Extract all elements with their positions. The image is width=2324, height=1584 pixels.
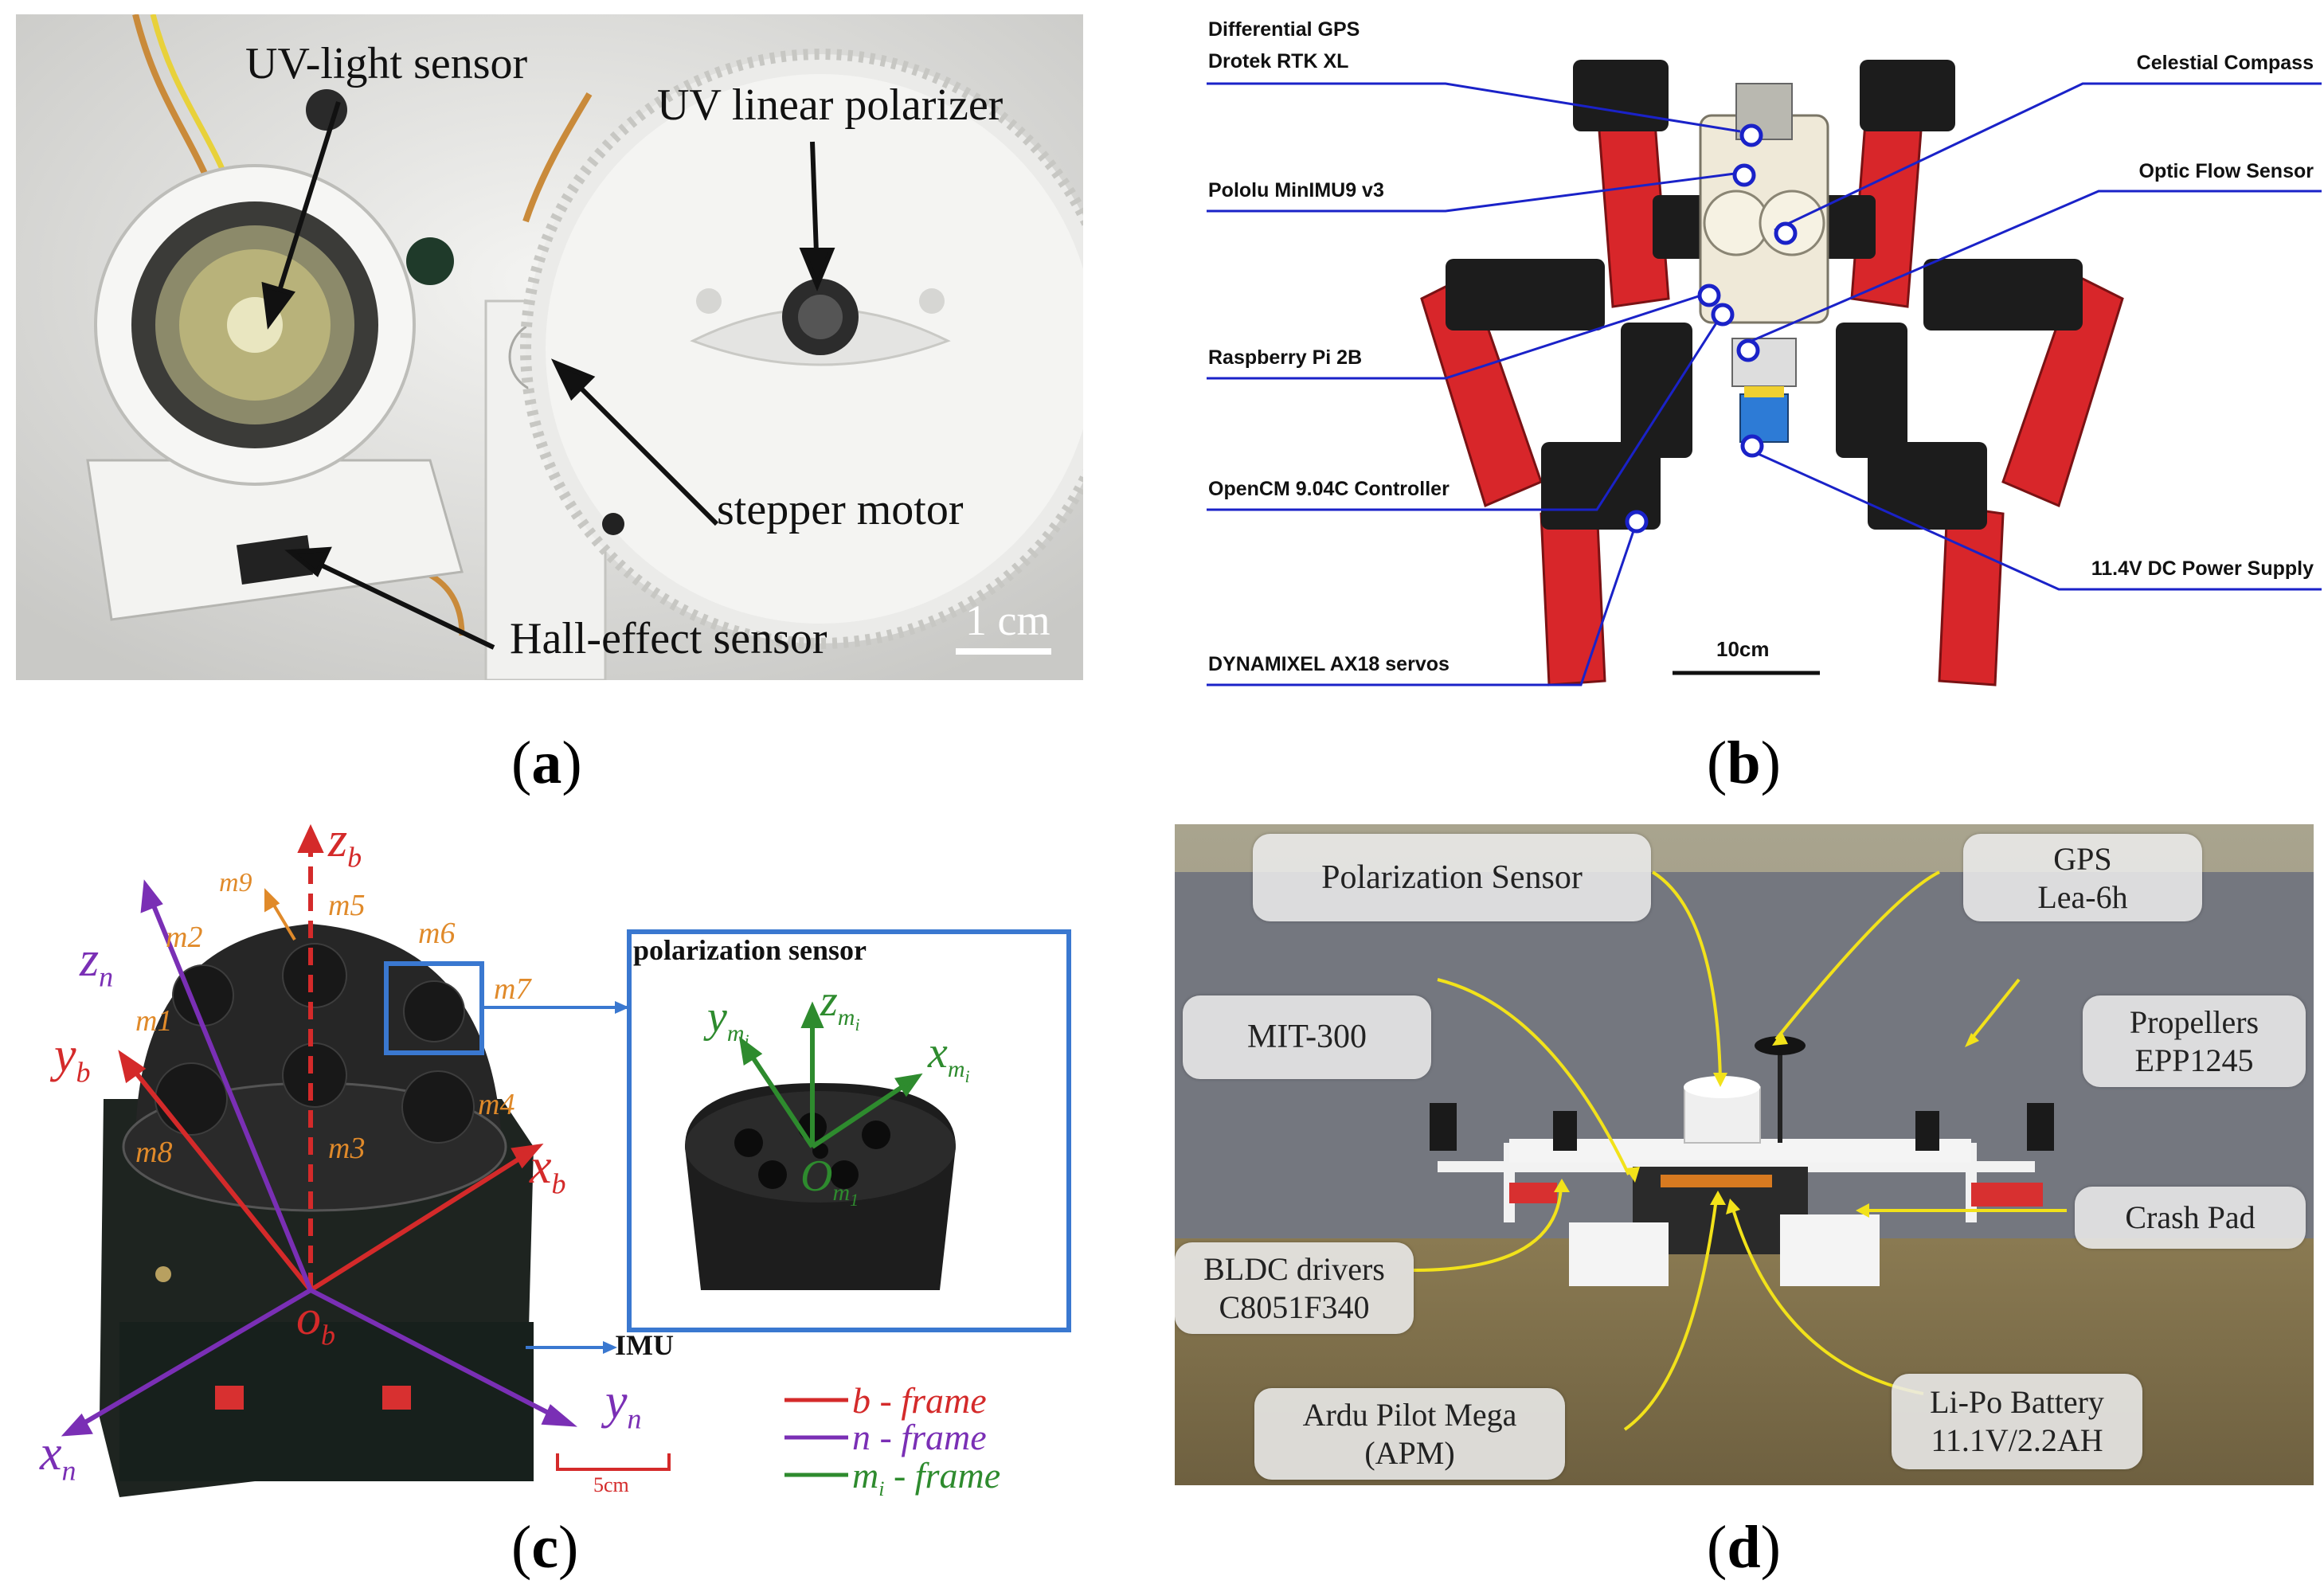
axis-yn: yn — [605, 1375, 642, 1435]
origin-ob: ob — [296, 1291, 335, 1351]
callout-ardu-pilot-mega: Ardu Pilot Mega(APM) — [1254, 1388, 1565, 1480]
callout-crash-pad: Crash Pad — [2075, 1187, 2306, 1249]
panel-a-photo: UV-light sensor UV linear polarizer step… — [16, 14, 1083, 680]
legend-b-frame: b - frame — [852, 1380, 987, 1421]
panel-b-robot: Differential GPS Drotek RTK XL Pololu Mi… — [1207, 12, 2322, 689]
label-scale-1cm: 1 cm — [965, 596, 1050, 644]
module-m9: m9 — [219, 868, 252, 898]
inset-axis-z: zmi — [820, 976, 860, 1035]
label-optic-flow-sensor: Optic Flow Sensor — [2138, 160, 2314, 182]
inset-axis-y: ymi — [707, 992, 749, 1051]
axis-yb: yb — [54, 1028, 91, 1089]
caption-d: (d) — [1707, 1514, 1781, 1581]
axis-xn: xn — [40, 1426, 76, 1487]
axis-xb: xb — [530, 1140, 566, 1200]
module-m6: m6 — [418, 917, 456, 950]
callout-mit-300: MIT-300 — [1183, 995, 1431, 1079]
panel-b-illustration — [1207, 60, 2322, 686]
label-uv-linear-polarizer: UV linear polarizer — [657, 80, 1004, 130]
legend-n-frame: n - frame — [852, 1417, 987, 1457]
module-m7: m7 — [494, 972, 531, 1006]
axis-zb: zb — [328, 813, 362, 874]
inset-origin: Om1 — [800, 1152, 859, 1210]
label-scale-5cm: 5cm — [593, 1473, 629, 1496]
caption-a: (a) — [511, 729, 582, 796]
panel-d-illustration — [1175, 824, 2314, 1485]
module-m3: m3 — [328, 1132, 366, 1165]
label-imu: IMU — [615, 1329, 674, 1361]
panel-a-illustration — [16, 14, 1083, 680]
module-m1: m1 — [135, 1004, 173, 1038]
module-m2: m2 — [166, 921, 203, 954]
inset-axis-x: xmi — [928, 1028, 970, 1087]
callout-polarization-sensor: Polarization Sensor — [1253, 834, 1651, 921]
panel-c-illustration — [61, 823, 1071, 1497]
label-uv-light-sensor: UV-light sensor — [245, 39, 528, 88]
caption-c: (c) — [511, 1514, 579, 1581]
caption-b: (b) — [1707, 729, 1781, 796]
panel-c-diagram: zb yb xb ob zn yn xn m9 m5 m2 m6 m7 m1 m… — [16, 812, 1083, 1513]
label-opencm-controller: OpenCM 9.04C Controller — [1208, 478, 1450, 500]
label-stepper-motor: stepper motor — [717, 485, 964, 534]
label-dynamixel-servos: DYNAMIXEL AX18 servos — [1208, 653, 1450, 675]
label-celestial-compass: Celestial Compass — [2136, 52, 2314, 74]
label-differential-gps: Differential GPS — [1208, 18, 1360, 41]
axis-zn: zn — [80, 933, 114, 993]
module-m4: m4 — [478, 1088, 515, 1121]
label-raspberry-pi: Raspberry Pi 2B — [1208, 346, 1363, 369]
label-power-supply: 11.4V DC Power Supply — [2091, 557, 2314, 580]
label-pololu-imu: Pololu MinIMU9 v3 — [1208, 179, 1384, 201]
label-drotek-rtk: Drotek RTK XL — [1208, 50, 1349, 72]
label-scale-10cm: 10cm — [1716, 637, 1770, 661]
label-hall-effect-sensor: Hall-effect sensor — [510, 614, 827, 663]
legend-m-frame: mi - frame — [852, 1455, 1001, 1501]
inset-title: polarization sensor — [633, 934, 867, 966]
module-m5: m5 — [328, 889, 366, 922]
module-m8: m8 — [135, 1136, 173, 1169]
